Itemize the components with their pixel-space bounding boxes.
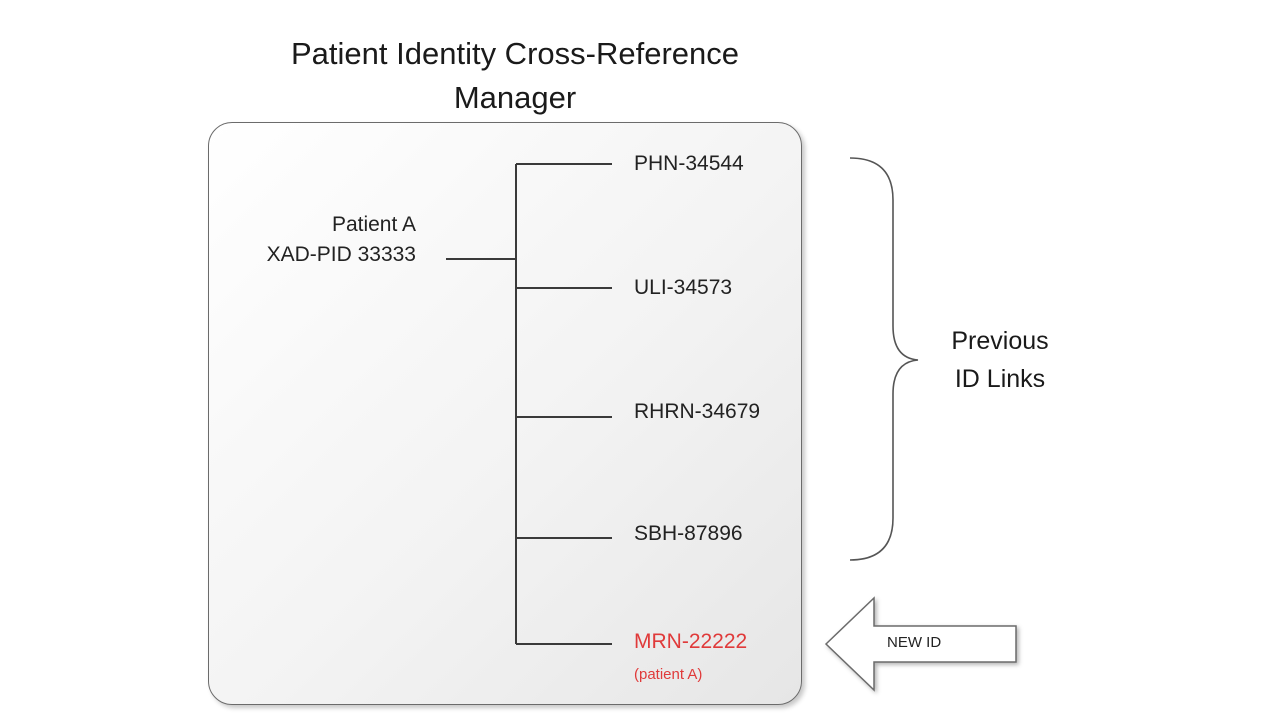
new-id-arrow-label: NEW ID xyxy=(887,634,942,651)
patient-node: Patient A XAD-PID 33333 xyxy=(240,210,416,270)
title-line-1: Patient Identity Cross-Reference xyxy=(291,36,739,71)
link-label: ULI-34573 xyxy=(634,276,733,299)
new-link-label: MRN-22222 xyxy=(634,630,748,653)
link-label: PHN-34544 xyxy=(634,152,744,175)
cross-reference-panel xyxy=(208,122,802,705)
patient-name: Patient A xyxy=(331,213,416,236)
patient-id: XAD-PID 33333 xyxy=(266,243,416,266)
link-label: SBH-87896 xyxy=(634,522,743,545)
link-label: RHRN-34679 xyxy=(634,400,761,423)
brace-label-line-1: Previous xyxy=(951,327,1049,355)
brace-label-line-2: ID Links xyxy=(954,365,1046,393)
diagram-title: Patient Identity Cross-Reference Manager xyxy=(200,32,830,120)
title-line-2: Manager xyxy=(453,80,577,115)
new-link-sublabel: (patient A) xyxy=(634,666,703,683)
brace-icon xyxy=(849,157,919,561)
previous-id-links-label: Previous ID Links xyxy=(930,322,1070,398)
